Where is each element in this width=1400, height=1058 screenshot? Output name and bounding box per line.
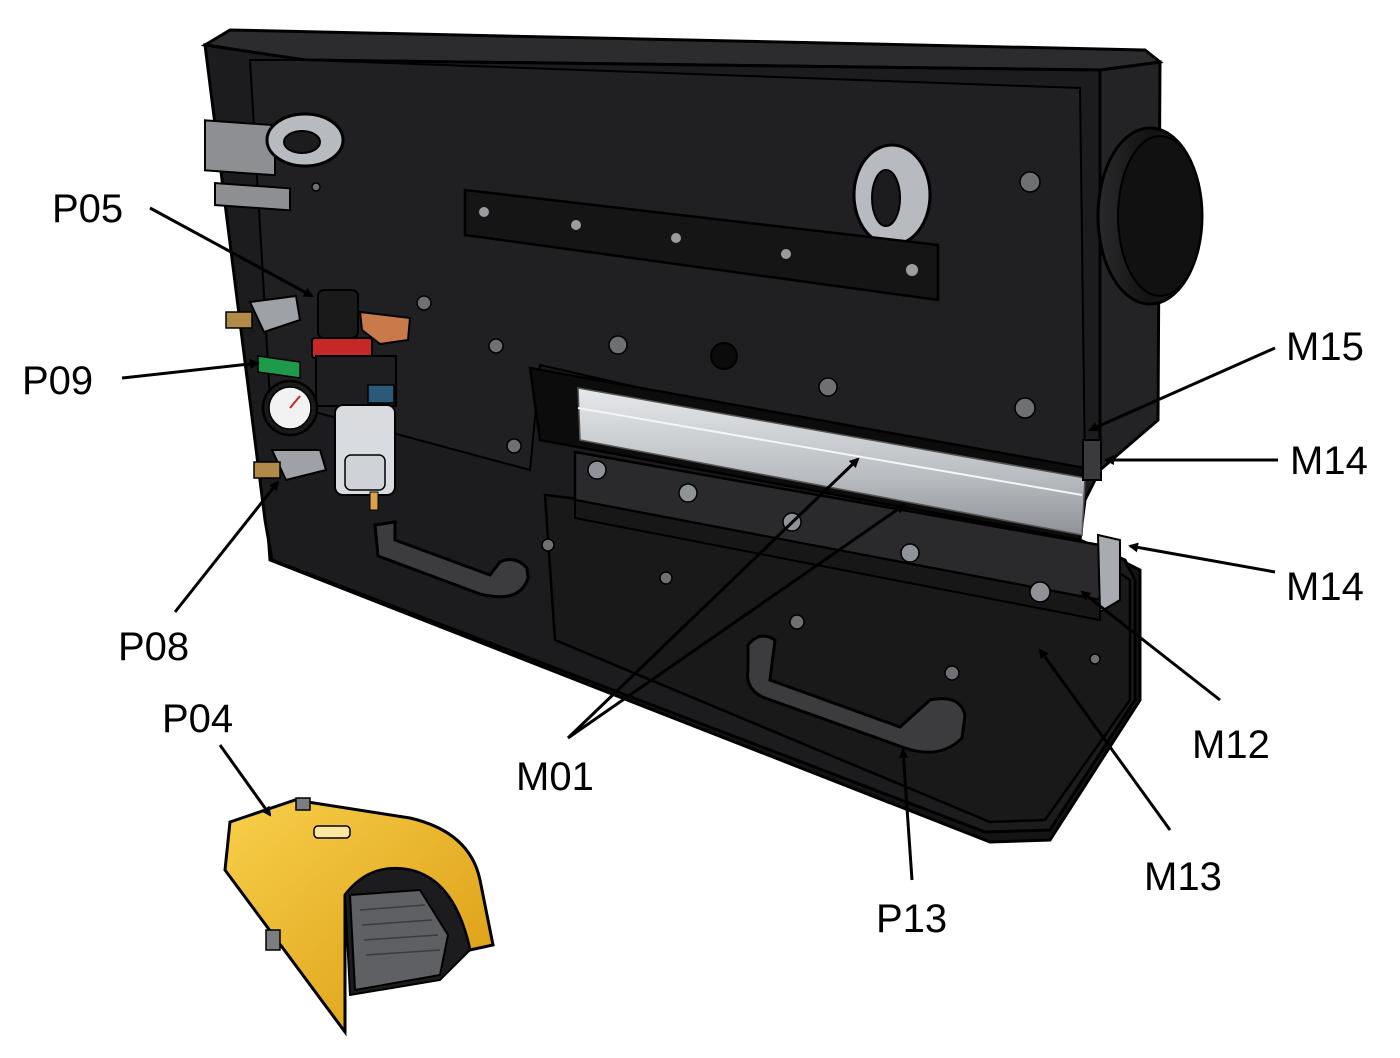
label-p13: P13 bbox=[876, 897, 947, 941]
machine-body bbox=[200, 28, 1164, 844]
label-p08: P08 bbox=[118, 625, 189, 669]
label-m14-upper: M14 bbox=[1290, 439, 1368, 483]
callout-labels: P05 P09 P08 P04 M01 P13 M13 M12 M14 M14 … bbox=[22, 187, 1368, 941]
leader-p09 bbox=[121, 358, 260, 380]
leader-m01-b bbox=[567, 503, 906, 740]
eye-bolt-right bbox=[852, 143, 932, 247]
leader-m14-lower bbox=[1128, 542, 1276, 574]
leader-m01-a bbox=[566, 457, 860, 740]
label-plates bbox=[204, 119, 291, 212]
leader-m12 bbox=[1080, 590, 1221, 702]
handle-right bbox=[746, 634, 967, 754]
label-m14-lower: M14 bbox=[1286, 565, 1364, 609]
label-m13: M13 bbox=[1144, 855, 1222, 899]
leader-p04 bbox=[218, 744, 272, 817]
leader-m13 bbox=[1038, 648, 1172, 831]
label-p05: P05 bbox=[52, 187, 123, 231]
label-m12: M12 bbox=[1192, 723, 1270, 767]
label-p09: P09 bbox=[22, 359, 93, 403]
leader-m15 bbox=[1088, 346, 1276, 432]
leader-p05 bbox=[149, 206, 314, 298]
panel-hole bbox=[710, 342, 738, 370]
handle-left bbox=[373, 520, 530, 599]
label-m15: M15 bbox=[1286, 325, 1364, 369]
adjustment-knob bbox=[1096, 126, 1204, 306]
leader-lines bbox=[121, 206, 1278, 881]
panel-screws bbox=[311, 171, 1101, 681]
eye-bolt-left bbox=[265, 112, 345, 168]
label-m01: M01 bbox=[516, 755, 594, 799]
label-p04: P04 bbox=[162, 697, 233, 741]
guide-bar bbox=[463, 188, 940, 302]
upper-blade-stop bbox=[1082, 439, 1102, 481]
foot-pedal bbox=[223, 797, 495, 1037]
blade-window bbox=[528, 366, 1087, 542]
leader-p08 bbox=[173, 480, 280, 613]
blade-guide bbox=[1096, 533, 1121, 614]
leader-p13 bbox=[898, 748, 914, 881]
filter-regulator bbox=[225, 289, 412, 511]
